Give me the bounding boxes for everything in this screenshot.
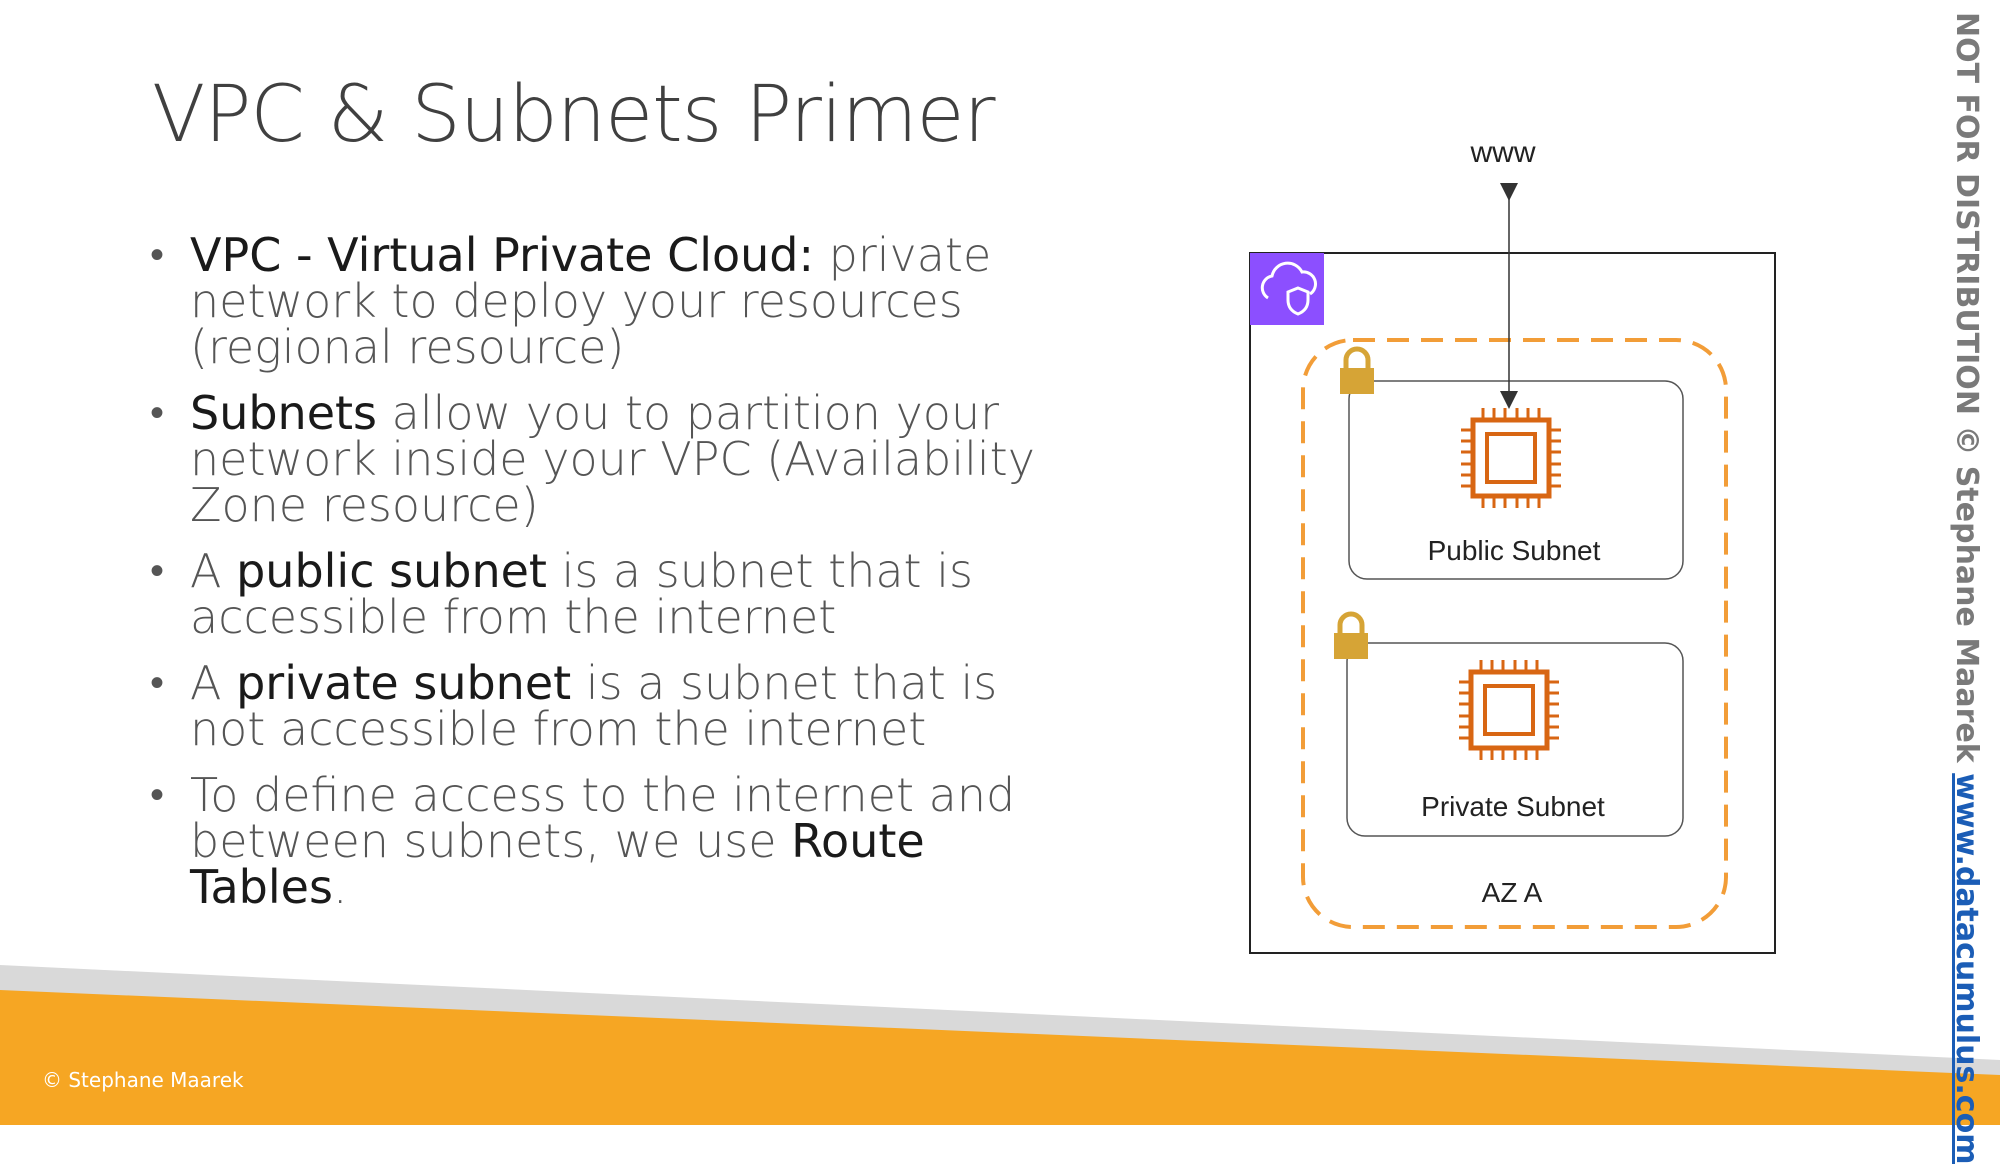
bullet-private-subnet: A private subnet is a subnet that is not…: [150, 660, 1050, 752]
az-label: AZ A: [1482, 877, 1543, 908]
ec2-instance-icon: [1459, 660, 1559, 760]
bullet-keyword: private subnet: [236, 656, 572, 710]
public-subnet-label: Public Subnet: [1428, 535, 1601, 566]
lock-icon: [1334, 611, 1368, 659]
bullet-subnets: Subnets allow you to partition your netw…: [150, 390, 1050, 528]
vpc-diagram: www Public Subnet Private Subnet AZ A: [1249, 136, 1776, 954]
bullet-text: private network to deploy your resources…: [190, 228, 992, 374]
private-subnet-box: [1346, 642, 1684, 837]
bullet-prefix: A: [190, 656, 237, 710]
bullet-keyword: Route Tables: [190, 814, 925, 914]
website-link[interactable]: www.datacumulus.com: [1949, 773, 1984, 1164]
bullet-text: is a subnet that is accessible from the …: [190, 544, 973, 644]
vpc-cloud-shield-icon: [1250, 253, 1324, 325]
side-notice: NOT FOR DISTRIBUTION © Stephane Maarek w…: [1948, 12, 1988, 1164]
bullet-public-subnet: A public subnet is a subnet that is acce…: [150, 548, 1050, 640]
distribution-notice: NOT FOR DISTRIBUTION © Stephane Maarek: [1949, 12, 1984, 774]
bullet-keyword: VPC - Virtual Private Cloud:: [190, 228, 814, 282]
vpc-box: [1249, 252, 1776, 954]
copyright-text: © Stephane Maarek: [42, 1068, 244, 1092]
bullet-list: VPC - Virtual Private Cloud: private net…: [150, 232, 1050, 930]
az-box: [1301, 338, 1728, 929]
ec2-instance-icon: [1461, 408, 1561, 508]
slide-title: VPC & Subnets Primer: [152, 70, 996, 160]
bullet-prefix: To define access to the internet and bet…: [190, 768, 1016, 868]
bullet-text: .: [332, 860, 348, 914]
bullet-keyword: public subnet: [236, 544, 547, 598]
bullet-vpc: VPC - Virtual Private Cloud: private net…: [150, 232, 1050, 370]
bullet-text: allow you to partition your network insi…: [190, 386, 1035, 532]
bullet-prefix: A: [190, 544, 237, 598]
bullet-keyword: Subnets: [190, 386, 378, 440]
lock-icon: [1340, 346, 1374, 394]
footer-band: [0, 965, 2000, 1125]
bullet-text: is a subnet that is not accessible from …: [190, 656, 998, 756]
bullet-route-tables: To define access to the internet and bet…: [150, 772, 1050, 910]
private-subnet-label: Private Subnet: [1421, 791, 1605, 822]
internet-label: www: [1470, 136, 1536, 169]
